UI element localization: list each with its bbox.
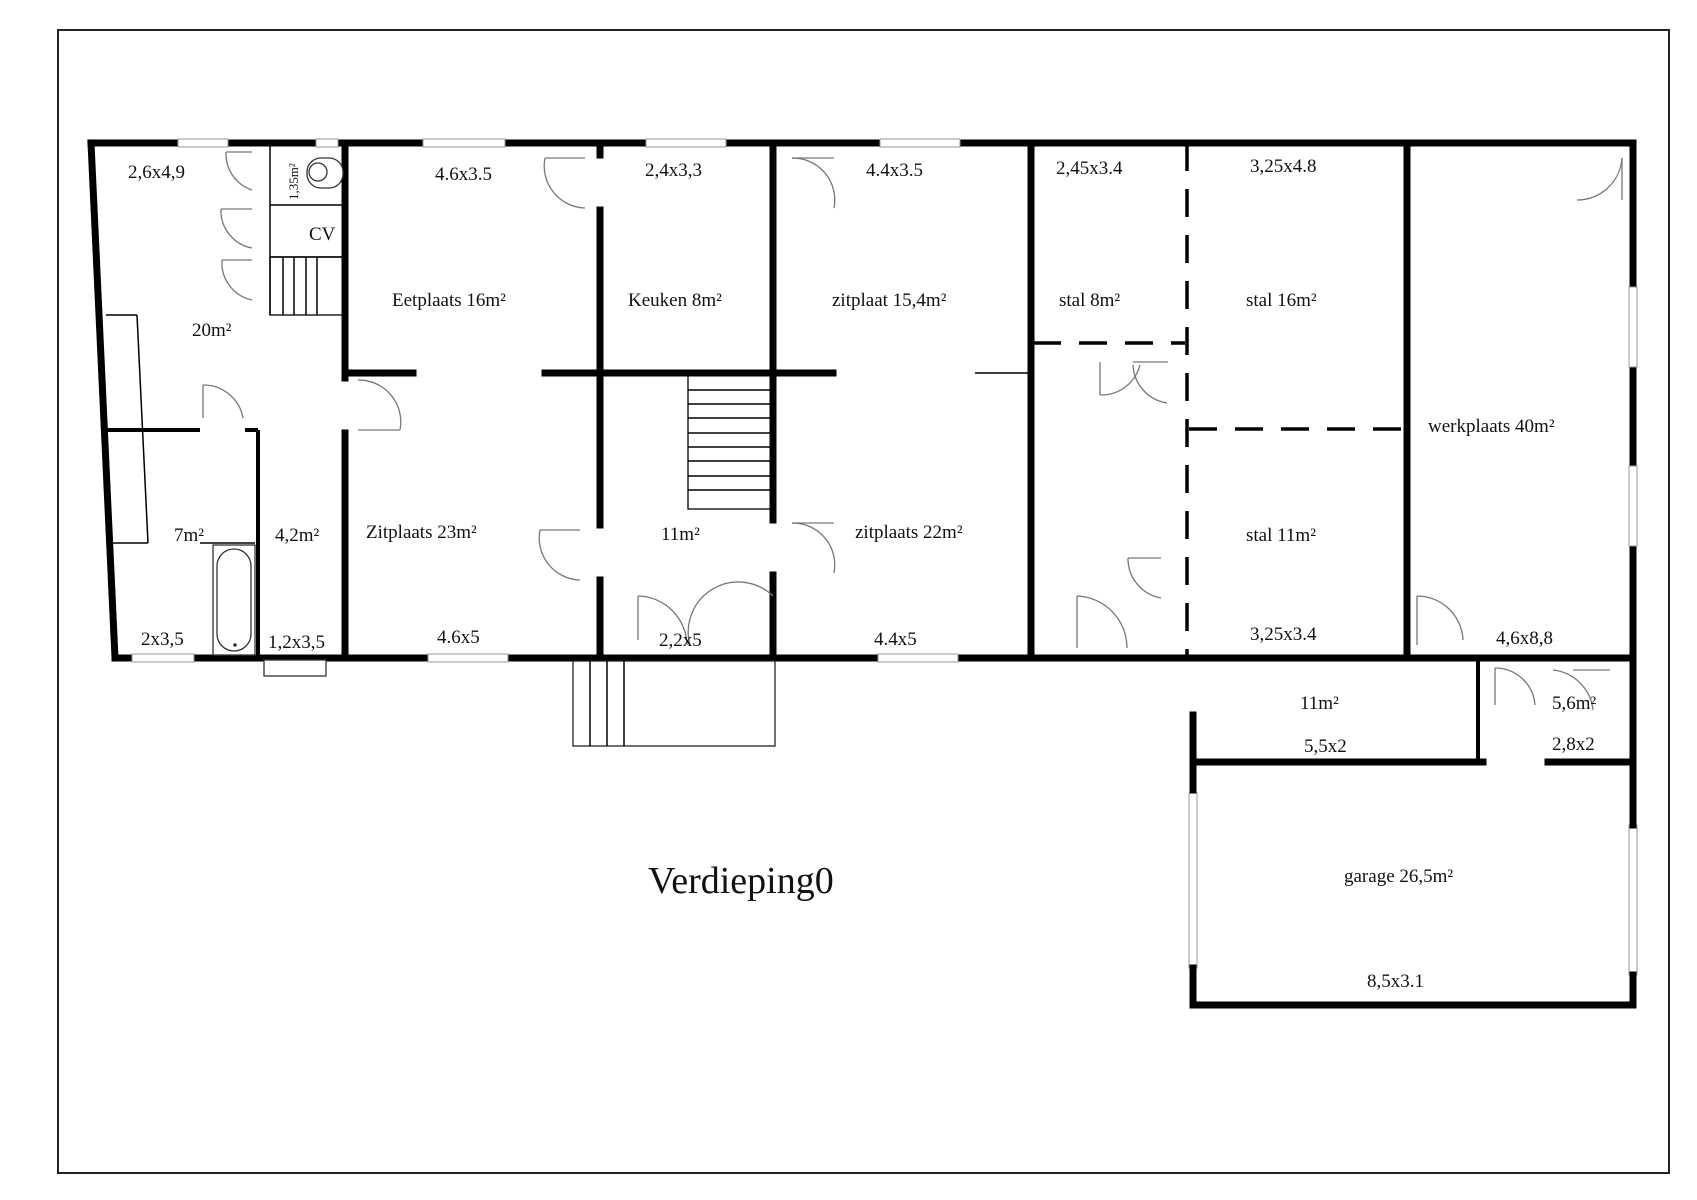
garage-label: garage 26,5m² <box>1344 866 1453 887</box>
stal-dividers <box>1033 143 1405 658</box>
werkplaats-label: werkplaats 40m² <box>1428 416 1555 437</box>
annex-walls <box>1189 654 1637 1009</box>
annex-dims: 5,5x2 <box>1304 736 1347 757</box>
stal8-dims: 2,45x3.4 <box>1056 158 1123 179</box>
stairs <box>269 256 776 747</box>
outer-walls <box>87 139 1637 662</box>
stal8-label: stal 8m² <box>1059 290 1120 311</box>
zitplaat15-dims: 4.4x3.5 <box>866 160 923 181</box>
eetplaats-label: Eetplaats 16m² <box>392 290 506 311</box>
zitplaats23-label: Zitplaats 23m² <box>366 522 477 543</box>
zitplaat15-label: zitplaat 15,4m² <box>832 290 947 311</box>
toilet-area: 1,35m² <box>286 163 301 200</box>
stal11-dims: 3,25x3.4 <box>1250 624 1317 645</box>
zitplaats22-dims: 4.4x5 <box>874 629 917 650</box>
corridor-area: 4,2m² <box>275 525 320 546</box>
bathroom-dims: 2x3,5 <box>141 629 184 650</box>
keuken-label: Keuken 8m² <box>628 290 722 311</box>
zitplaats23-dims: 4.6x5 <box>437 627 480 648</box>
zitplaats22-label: zitplaats 22m² <box>855 522 963 543</box>
smallroom-dims: 2,8x2 <box>1552 734 1595 755</box>
stal16-label: stal 16m² <box>1246 290 1317 311</box>
corridor-dims: 1,2x3,5 <box>268 632 325 653</box>
stal16-dims: 3,25x4.8 <box>1250 156 1317 177</box>
eetplaats-dims: 4.6x3.5 <box>435 164 492 185</box>
page-frame <box>57 29 1670 1174</box>
floor-title: Verdieping0 <box>648 860 834 902</box>
room-labels: 2,6x4,9 20m² 1,35m² CV 7m² 2x3,5 4,2m² 1… <box>128 156 1597 992</box>
cv-label: CV <box>309 224 336 245</box>
werkplaats-dims: 4,6x8,8 <box>1496 628 1553 649</box>
interior-walls <box>106 139 1411 662</box>
stairhall-dims: 2,2x5 <box>659 630 702 651</box>
smallroom-area: 5,6m² <box>1552 693 1597 714</box>
annex-area: 11m² <box>1300 693 1339 714</box>
hall-area: 20m² <box>192 320 232 341</box>
stairhall-area: 11m² <box>661 524 700 545</box>
doors <box>202 151 1623 711</box>
windows <box>131 138 1638 976</box>
toilet-icon <box>306 157 344 189</box>
keuken-dims: 2,4x3,3 <box>645 160 702 181</box>
fixtures <box>212 157 344 656</box>
bathroom-area: 7m² <box>174 525 204 546</box>
stal11-label: stal 11m² <box>1246 525 1316 546</box>
garage-dims: 8,5x3.1 <box>1367 971 1424 992</box>
bathtub-icon <box>212 544 256 656</box>
hall-dims: 2,6x4,9 <box>128 162 185 183</box>
